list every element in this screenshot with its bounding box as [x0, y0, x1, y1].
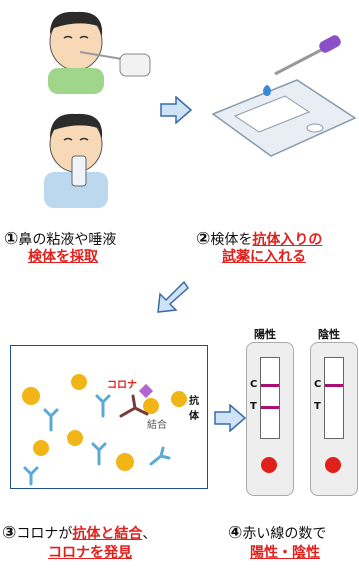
corona-label: コロナ — [107, 380, 137, 391]
step1-text: 鼻の粘液や唾液 — [18, 232, 117, 248]
antibody-binding-diagram: コロナ 抗体 結合 — [10, 345, 208, 489]
step3-caption: ③コロナが抗体と結合、 — [2, 524, 156, 543]
t-mark: T — [314, 401, 321, 412]
negative-test-cassette: C T — [310, 342, 358, 496]
test-line — [261, 406, 279, 409]
sample-well — [325, 457, 341, 473]
sample-well — [261, 457, 277, 473]
step2-number: ② — [196, 229, 211, 249]
test-kit-illustration — [205, 34, 359, 164]
antibody-label: 抗体 — [189, 396, 199, 422]
result-window — [324, 357, 344, 439]
right-arrow-icon — [160, 96, 192, 124]
step3-comma: 、 — [142, 526, 157, 542]
step3-text: コロナが — [16, 526, 73, 542]
step1-caption: ①鼻の粘液や唾液 — [4, 230, 116, 249]
step2-emphasis-line2: 試薬に入れる — [222, 249, 306, 265]
positive-test-cassette: C T — [246, 342, 294, 496]
control-line — [325, 384, 343, 387]
right-arrow-icon-2 — [214, 404, 246, 432]
positive-label: 陽性 — [254, 328, 276, 341]
down-left-arrow-icon — [154, 280, 190, 314]
step1-number: ① — [4, 229, 19, 249]
step2-emphasis: 抗体入りの — [252, 232, 323, 248]
saliva-illustration — [28, 108, 138, 208]
t-mark: T — [250, 401, 257, 412]
step4-emphasis: 陽性・陰性 — [250, 545, 320, 561]
step1-emphasis: 検体を採取 — [28, 249, 98, 265]
c-mark: C — [250, 379, 258, 390]
binding-label: 結合 — [147, 420, 167, 431]
step3-emphasis: 抗体と結合 — [72, 526, 143, 542]
c-mark: C — [314, 379, 322, 390]
nose-swab-illustration — [28, 4, 153, 94]
control-line — [261, 384, 279, 387]
step4-caption: ④赤い線の数で — [228, 524, 326, 543]
step4-text: 赤い線の数で — [242, 526, 327, 542]
step2-caption: ②検体を抗体入りの — [196, 230, 322, 249]
result-window — [260, 357, 280, 439]
step3-number: ③ — [2, 523, 17, 543]
step4-number: ④ — [228, 523, 243, 543]
step3-emphasis-line2: コロナを発見 — [48, 545, 132, 561]
negative-label: 陰性 — [318, 328, 340, 341]
step2-text: 検体を — [210, 232, 253, 248]
